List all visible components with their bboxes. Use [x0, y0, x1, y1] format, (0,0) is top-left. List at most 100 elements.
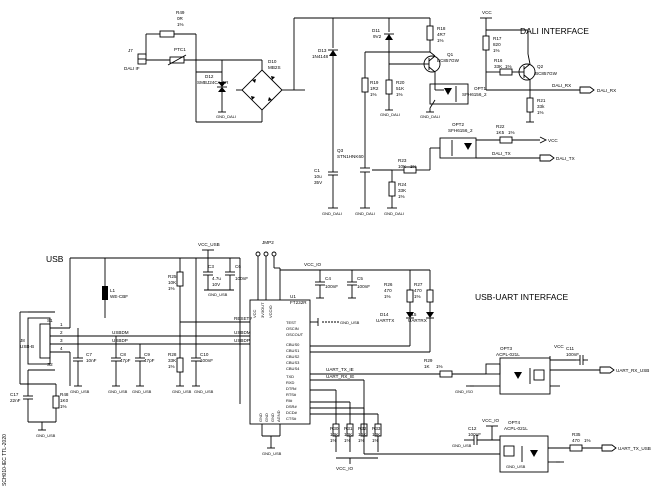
c11-value: 100nF	[566, 352, 579, 357]
transistor-q2: Q2 BC857GW	[518, 53, 558, 90]
u1-pin-txd: TXD	[286, 374, 294, 379]
gnd-dali-bottom: GND_DALI GND_DALI GND_DALI	[322, 207, 404, 216]
c8-ref: C8	[120, 352, 126, 357]
gnd-dali-c1: GND_DALI	[322, 211, 342, 216]
c1-voltage: 35V	[314, 180, 323, 185]
u1-pin-ri: RI#	[286, 398, 293, 403]
r27-value: 470	[414, 288, 422, 293]
capacitor-c11: C11 100nF	[566, 346, 588, 365]
gnd-dali-r20: GND_DALI	[380, 112, 400, 117]
resistor-r32: R32 10K 1%	[358, 423, 368, 443]
r35-value: 470	[572, 438, 580, 443]
u1-pin-oscout: OSCOUT	[286, 332, 304, 337]
r32-value: 10K	[358, 432, 367, 437]
gnd-usb-c3: GND_USB	[208, 292, 228, 297]
j8-pin3: 3	[60, 338, 63, 343]
u1-pin-cbus1: CBUS1	[286, 348, 300, 353]
u1-pin-top-0: VCC	[252, 309, 257, 318]
transistor-q1: Q1 BC857GW	[389, 51, 460, 90]
gnd-usb-c8: GND_USB	[108, 389, 128, 394]
r22-value: 1K5	[496, 130, 505, 135]
u1-pin-cbus4: CBUS4	[286, 366, 300, 371]
vcc-io-label-opt4: VCC_IO	[482, 418, 500, 423]
j8-s2: S2	[47, 362, 53, 367]
opt4-ref: OPT4	[508, 420, 520, 425]
resistor-r21: R21 33k 1%	[526, 90, 546, 123]
resistor-r16: R16 33K 1%	[486, 58, 520, 76]
r30-tol: 1%	[330, 438, 337, 443]
u1-pin-dtr: DTR#	[286, 386, 297, 391]
l1-ref: L1	[110, 288, 116, 293]
u1-pin-rts: RTS#	[286, 392, 297, 397]
d11-ref: D11	[372, 28, 381, 33]
d10-value: MB2S	[268, 65, 281, 70]
opt3-value: ACPL-021L	[496, 352, 520, 357]
bridge-d10: D10 MB2S	[222, 59, 294, 122]
resistor-r49: R49 0R 1%	[145, 10, 196, 56]
r21-tol: 1%	[537, 110, 544, 115]
r22-tol: 1%	[508, 130, 515, 135]
r32-ref: R32	[358, 426, 367, 431]
connector-j7: J7 DALI IF	[124, 48, 147, 71]
c6-value: 100nF	[235, 276, 248, 281]
net-dali-rx-2: DALI_RX	[597, 88, 616, 93]
gnd-dali-q3: GND_DALI	[355, 211, 375, 216]
r24-ref: R24	[398, 182, 407, 187]
d10-ref: D10	[268, 59, 277, 64]
u1-pin-dcd: DCD#	[286, 410, 298, 415]
r23-value: 10K	[398, 164, 407, 169]
led-d15: D15 UARTRX	[408, 302, 434, 352]
resistor-r35: R35 470 1%	[548, 432, 602, 452]
r24-value: 33K	[398, 188, 407, 193]
capacitor-c1: C1 10u 35V	[314, 168, 338, 208]
capacitor-c6: C6 100nF	[225, 258, 248, 290]
mosfet-q3: Q3 STN1HNK60	[337, 148, 392, 208]
r25-ref: R25	[168, 274, 177, 279]
c7-value: 10nF	[86, 358, 97, 363]
c17-value: 22nF	[10, 398, 21, 403]
gnd-usb-shield: GND_USB	[36, 433, 56, 438]
vcc-usb-label: VCC_USB	[198, 242, 220, 247]
u1-pin-cbus0: CBUS0	[286, 342, 300, 347]
r32-tol: 1%	[358, 438, 365, 443]
net-dali-tx-1: DALI_TX	[492, 151, 511, 156]
resistor-r22: R22 1K5 1% VCC	[476, 124, 558, 144]
u1-value: FT232R	[290, 300, 307, 305]
r28-tol: 1%	[168, 364, 175, 369]
c8-value: 47pF	[120, 358, 131, 363]
ptc-ptc1: PTC1	[146, 47, 222, 66]
j7-ref: J7	[128, 48, 133, 53]
net-usbdm-1: USBDM	[112, 330, 129, 335]
r23-ref: R23	[398, 158, 407, 163]
d11-value: 9V2	[373, 34, 382, 39]
net-uart-rx-usb: UART_RX_USB	[616, 368, 649, 373]
r49-tol: 1%	[177, 22, 184, 27]
r19-ref: R19	[370, 80, 379, 85]
r18-value: 4R7	[437, 32, 446, 37]
gnd-iso-opt3: GND_ISO	[455, 389, 473, 394]
u1-pin-rxd: RXD	[286, 380, 295, 385]
ic-u1: U1 FT232R VCC 3V3OUT VCCIO TEST OSCIN OS…	[249, 294, 311, 425]
resistor-r31: R31 10K 1%	[344, 423, 354, 452]
c9-value: 47pF	[144, 358, 155, 363]
gnd-usb-c7: GND_USB	[70, 389, 90, 394]
r19-tol: 1%	[370, 92, 377, 97]
resistor-r17: R17 820 1%	[482, 30, 502, 72]
gnd-dali-opt1: GND_DALI	[420, 114, 440, 119]
d15-value: UARTRX	[408, 318, 427, 323]
net-uart-tx: UART_TX_IE	[326, 367, 354, 372]
connector-j8: S1 S2 J8 USB-B 1 2 3 4	[20, 311, 70, 371]
tvs-d12: D12 SMBJ24CA-TR	[197, 60, 229, 108]
c5-ref: C5	[357, 276, 363, 281]
resistor-r18: R18 4R7 1%	[426, 18, 446, 52]
r16-value: 33K	[494, 64, 503, 69]
gnd-usb-c10: GND_USB	[194, 389, 214, 394]
c17-ref: C17	[10, 392, 19, 397]
resistor-r20: R20 51K 1% GND_DALI	[380, 52, 405, 117]
net-usbdm-2: USBDM	[234, 330, 251, 335]
r26-tol: 1%	[384, 294, 391, 299]
resistor-r33: R33 10K 1%	[372, 423, 382, 452]
opt3-ref: OPT3	[500, 346, 512, 351]
r31-ref: R31	[344, 426, 353, 431]
